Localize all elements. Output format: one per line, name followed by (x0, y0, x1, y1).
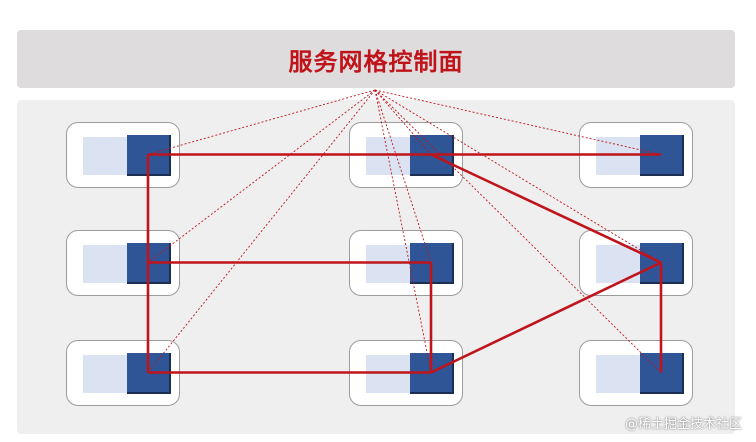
sidecar-proxy-block (640, 135, 684, 176)
mesh-node-r2c2 (349, 230, 463, 296)
service-app-block (596, 355, 642, 393)
mesh-node-r2c1 (66, 230, 180, 296)
service-app-block (83, 355, 129, 393)
service-app-block (366, 137, 412, 175)
sidecar-proxy-block (640, 353, 684, 394)
sidecar-proxy-block (127, 353, 171, 394)
service-app-block (366, 245, 412, 283)
mesh-node-r1c2 (349, 122, 463, 188)
sidecar-proxy-block (410, 135, 454, 176)
mesh-node-r1c1 (66, 122, 180, 188)
sidecar-proxy-block (410, 243, 454, 284)
service-app-block (83, 137, 129, 175)
watermark: @稀土掘金技术社区 (624, 417, 742, 432)
service-app-block (366, 355, 412, 393)
mesh-node-r1c3 (579, 122, 693, 188)
service-app-block (596, 245, 642, 283)
sidecar-proxy-block (410, 353, 454, 394)
control-plane-title: 服务网格控制面 (288, 47, 464, 76)
service-app-block (83, 245, 129, 283)
mesh-node-r3c1 (66, 340, 180, 406)
sidecar-proxy-block (127, 135, 171, 176)
control-plane-box: 服务网格控制面 (17, 30, 735, 88)
mesh-node-r3c3 (579, 340, 693, 406)
service-app-block (596, 137, 642, 175)
mesh-node-r3c2 (349, 340, 463, 406)
sidecar-proxy-block (127, 243, 171, 284)
sidecar-proxy-block (640, 243, 684, 284)
mesh-node-r2c3 (579, 230, 693, 296)
